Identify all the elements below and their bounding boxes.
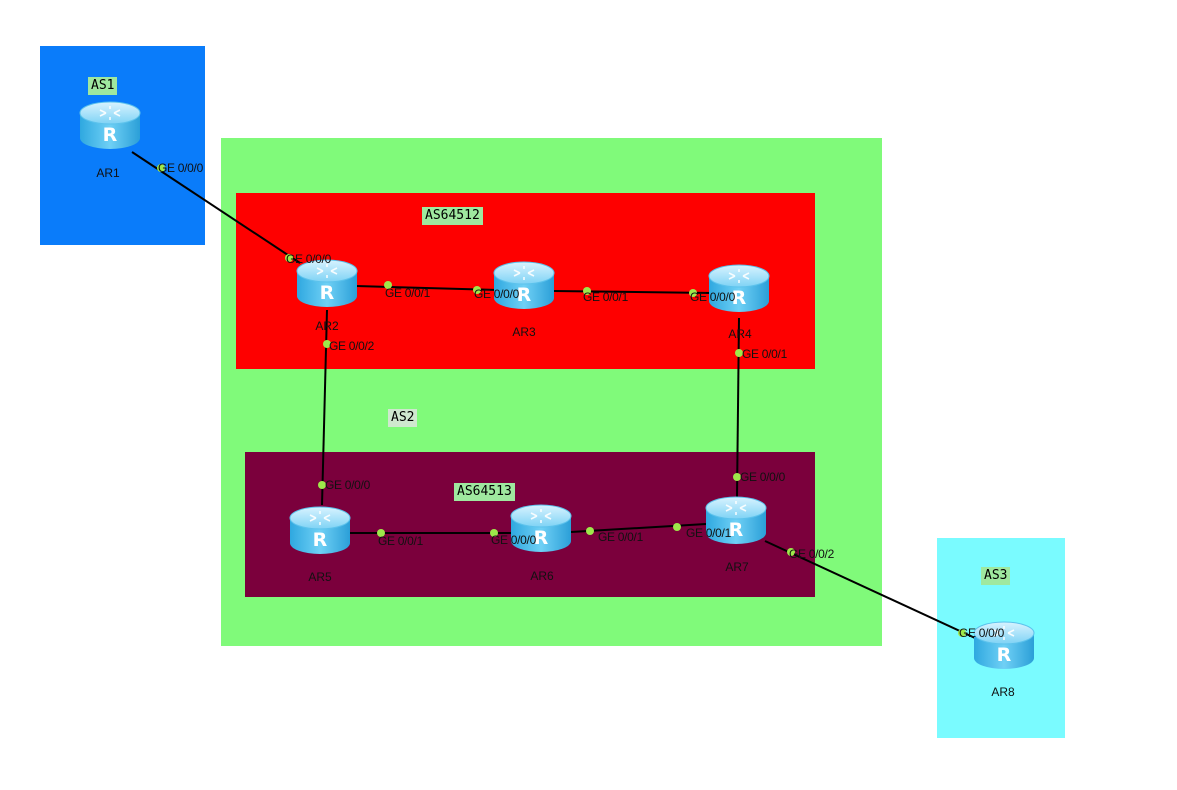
router-ar5[interactable] (288, 505, 352, 555)
port-label-ar7-ge001: GE 0/0/1 (686, 526, 731, 540)
router-icon (493, 261, 555, 310)
port-dot (473, 286, 481, 294)
port-dot (689, 289, 697, 297)
port-dot (735, 349, 743, 357)
as64513-label: AS64513 (454, 483, 515, 501)
port-label-ar4-ge001: GE 0/0/1 (742, 347, 787, 361)
as3-label: AS3 (981, 567, 1011, 585)
port-dot (673, 523, 681, 531)
port-label-ar5-ge000: GE 0/0/0 (325, 478, 370, 492)
router-label-ar8: AR8 (991, 685, 1015, 699)
router-icon (79, 101, 141, 150)
router-ar3[interactable] (492, 260, 556, 310)
link-ar3-ar4 (553, 290, 713, 294)
link-ar7-ar8 (764, 540, 976, 639)
router-label-ar4: AR4 (728, 327, 752, 341)
router-label-ar7: AR7 (725, 560, 749, 574)
port-dot (384, 281, 392, 289)
port-label-ar7-ge002: GE 0/0/2 (789, 547, 834, 561)
port-dot (490, 529, 498, 537)
port-dot (958, 629, 966, 637)
port-dot (583, 287, 591, 295)
router-label-ar5: AR5 (308, 570, 332, 584)
port-label-ar7-ge000: GE 0/0/0 (740, 470, 785, 484)
port-label-ar3-ge000: GE 0/0/0 (474, 287, 519, 301)
port-dot (157, 164, 165, 172)
as2-label: AS2 (388, 409, 418, 427)
as64512-label: AS64512 (422, 207, 483, 225)
port-dot (377, 529, 385, 537)
router-ar4[interactable] (707, 263, 771, 313)
port-dot (323, 340, 331, 348)
link-ar4-ar7 (736, 317, 740, 498)
port-label-ar5-ge001: GE 0/0/1 (378, 534, 423, 548)
link-ar2-ar5 (321, 309, 328, 506)
router-icon (708, 264, 770, 313)
router-label-ar2: AR2 (315, 319, 339, 333)
port-label-ar2-ge001: GE 0/0/1 (385, 286, 430, 300)
port-label-ar1-ge000: GE 0/0/0 (158, 161, 203, 175)
port-dot (285, 254, 293, 262)
router-label-ar6: AR6 (530, 569, 554, 583)
port-dot (733, 473, 741, 481)
port-label-ar8-ge000: GE 0/0/0 (959, 626, 1004, 640)
port-label-ar3-ge001: GE 0/0/1 (583, 290, 628, 304)
port-dot (318, 481, 326, 489)
port-label-ar6-ge000: GE 0/0/0 (491, 533, 536, 547)
port-label-ar4-ge000: GE 0/0/0 (690, 290, 735, 304)
router-icon (289, 506, 351, 555)
router-label-ar3: AR3 (512, 325, 536, 339)
port-dot (586, 527, 594, 535)
router-label-ar1: AR1 (96, 166, 120, 180)
router-ar1[interactable] (78, 100, 142, 150)
port-label-ar2-ge002: GE 0/0/2 (329, 339, 374, 353)
port-dot (787, 548, 795, 556)
port-label-ar6-ge001: GE 0/0/1 (598, 530, 643, 544)
as1-label: AS1 (88, 77, 118, 95)
port-label-ar2-ge000: GE 0/0/0 (286, 252, 331, 266)
